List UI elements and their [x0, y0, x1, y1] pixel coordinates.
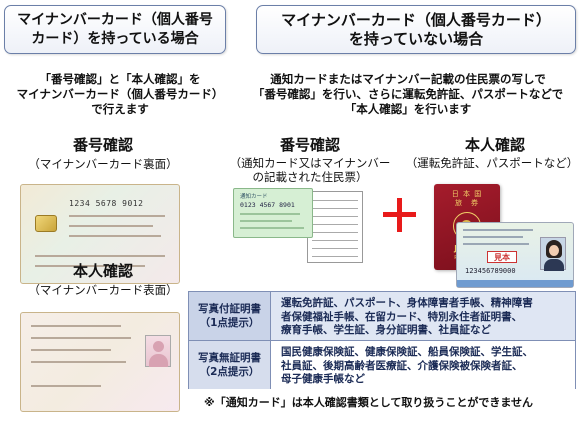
right-number-check-subtitle: （通知カード又はマイナンバー の記載された住民票） — [216, 156, 404, 184]
row-header-photo-id-line2: （1点提示） — [199, 317, 260, 329]
row-content-photo-id: 運転免許証、パスポート、身体障害者手帳、精神障害 者保健福祉手帳、在留カード、特… — [281, 297, 571, 338]
row-header-photo-id: 写真付証明書 （1点提示） — [189, 292, 271, 340]
identity-documents-table: 写真付証明書 （1点提示） 運転免許証、パスポート、身体障害者手帳、精神障害 者… — [188, 291, 576, 389]
row-content-no-photo-id-line1: 国民健康保険証、健康保険証、船員保険証、学生証、 — [281, 346, 533, 358]
header-no-card-line2: を持っていない場合 — [348, 29, 484, 48]
notification-card-title: 通知カード — [240, 194, 268, 200]
description-no-card-line1: 通知カードまたはマイナンバー記載の住民票の写しで — [270, 72, 546, 86]
left-identity-check-title: 本人確認 — [72, 262, 133, 280]
table-row: 写真付証明書 （1点提示） 運転免許証、パスポート、身体障害者手帳、精神障害 者… — [189, 292, 575, 341]
row-content-no-photo-id-line3: 母子健康手帳など — [281, 373, 365, 385]
card-photo-icon — [145, 335, 171, 367]
description-no-card-line2: 「番号確認」を行い、さらに運転免許証、パスポートなどで — [252, 87, 564, 101]
left-number-check-title: 番号確認 — [72, 136, 133, 154]
row-header-no-photo-id-line2: （2点提示） — [199, 366, 260, 378]
description-has-card: 「番号確認」と「本人確認」を マイナンバーカード（個人番号カード） で行えます — [8, 72, 232, 117]
resident-record-image — [307, 191, 363, 263]
row-header-no-photo-id: 写真無証明書 （2点提示） — [189, 341, 271, 389]
right-identity-check-subtitle: （運転免許証、パスポートなど） — [405, 156, 579, 170]
license-number: 123456789000 — [465, 267, 516, 275]
row-content-no-photo-id: 国民健康保険証、健康保険証、船員保険証、学生証、 社員証、後期高齢者医療証、介護… — [281, 346, 571, 387]
row-content-photo-id-line3: 療育手帳、学生証、身分証明書、社員証など — [281, 324, 491, 336]
description-has-card-line2: マイナンバーカード（個人番号カード） — [16, 87, 224, 101]
left-number-check-subtitle: （マイナンバーカード裏面） — [28, 157, 178, 171]
right-identity-check-title: 本人確認 — [464, 136, 525, 154]
plus-icon-bar — [383, 212, 416, 217]
header-has-card-line1: マイナンバーカード（個人番号 — [17, 11, 213, 28]
header-no-card-line1: マイナンバーカード（個人番号カード） — [281, 10, 551, 29]
passport-text-country-jp: 日 本 国 — [451, 190, 483, 198]
header-no-card: マイナンバーカード（個人番号カード） を持っていない場合 — [256, 5, 576, 54]
table-row: 写真無証明書 （2点提示） 国民健康保険証、健康保険証、船員保険証、学生証、 社… — [189, 341, 575, 389]
footnote: ※「通知カード」は本人確認書類として取り扱うことができません — [204, 396, 534, 409]
row-header-no-photo-id-line1: 写真無証明書 — [198, 352, 261, 364]
notification-card-number: 0123 4567 8901 — [240, 201, 295, 209]
right-number-check-subtitle-line1: （通知カード又はマイナンバー — [229, 156, 391, 170]
card-back-number: 1234 5678 9012 — [69, 199, 144, 208]
drivers-license-image: 見本 123456789000 — [456, 222, 574, 288]
license-sample-stamp: 見本 — [487, 251, 517, 263]
notification-card-image: 通知カード 0123 4567 8901 — [233, 188, 313, 238]
license-photo-icon — [540, 237, 566, 271]
header-has-card-line2: カード）を持っている場合 — [31, 30, 199, 47]
card-chip-icon — [35, 215, 57, 232]
description-has-card-line3: で行えます — [91, 102, 149, 116]
mynumber-card-back-image: 1234 5678 9012 — [20, 184, 180, 284]
row-header-photo-id-line1: 写真付証明書 — [198, 303, 261, 315]
mynumber-card-front-image — [20, 312, 180, 412]
passport-text-passport-jp: 旅 券 — [455, 199, 479, 207]
description-has-card-line1: 「番号確認」と「本人確認」を — [39, 72, 201, 86]
row-content-photo-id-line1: 運転免許証、パスポート、身体障害者手帳、精神障害 — [281, 297, 533, 309]
right-number-check-title: 番号確認 — [279, 136, 340, 154]
header-has-card: マイナンバーカード（個人番号 カード）を持っている場合 — [4, 5, 226, 54]
row-content-photo-id-line2: 者保健福祉手帳、在留カード、特別永住者証明書、 — [281, 310, 523, 323]
left-identity-check-subtitle: （マイナンバーカード表面） — [28, 283, 178, 297]
description-no-card: 通知カードまたはマイナンバー記載の住民票の写しで 「番号確認」を行い、さらに運転… — [236, 72, 580, 117]
right-number-check-subtitle-line2: の記載された住民票） — [252, 170, 368, 184]
row-content-no-photo-id-line2: 社員証、後期高齢者医療証、介護保険被保険者証、 — [281, 359, 523, 372]
description-no-card-line3: 「本人確認」を行います — [344, 102, 472, 116]
